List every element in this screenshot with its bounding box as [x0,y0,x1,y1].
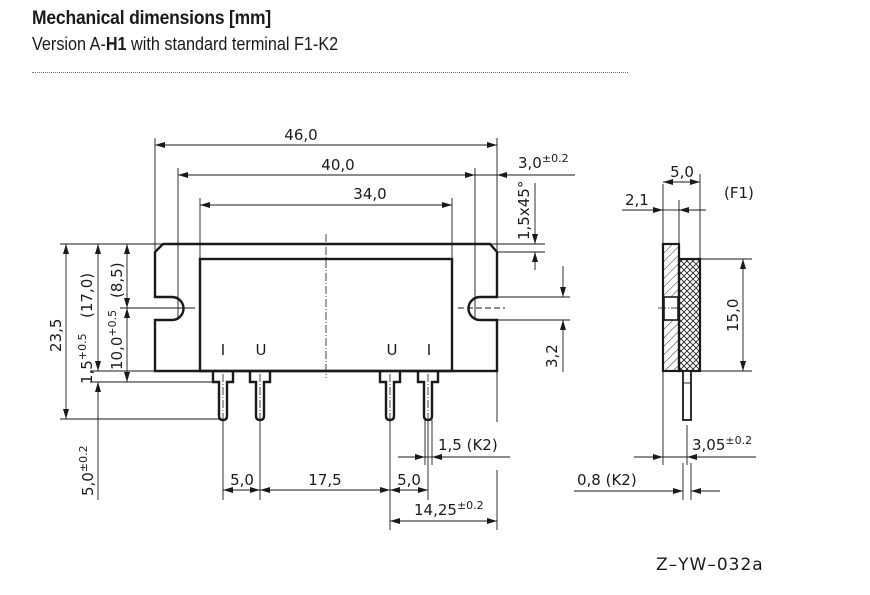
dim-height-ref: (17,0) [78,273,96,318]
pins [211,371,440,422]
dim-pin-offset: 14,25±0.2 [414,499,484,519]
dim-total-thickness: 5,0 [670,163,694,181]
dim-overall-width: 46,0 [284,126,317,144]
dim-pin-pitch-left: 5,0 [230,471,254,489]
pin-label-3: U [387,341,398,359]
base-hole [663,296,679,321]
terminal-type-label: (F1) [724,184,754,202]
ceramic-layer [677,257,702,373]
subtitle-prefix: Version A- [32,34,106,54]
pin-label-2: U [256,341,267,359]
dim-overall-height: 23,5 [47,319,65,352]
dim-pin-thickness: 0,8 (K2) [577,471,637,489]
dim-slot-width: 3,2 [543,344,561,368]
dim-hole-height-ref: (8,5) [108,262,126,298]
dotted-divider [32,72,628,73]
dim-pin-center-gap: 17,5 [308,471,341,489]
front-view: I U U I 46,0 40,0 3,0±0.2 34,0 1,5x45° [47,126,575,530]
side-view: 5,0 2,1 (F1) 15,0 3,05±0.2 0,8 (K2) [574,163,756,500]
pin-label-4: I [427,341,431,359]
dim-corner-width: 3,0±0.2 [518,152,569,172]
subtitle-version: H1 [105,34,127,54]
side-pin [682,370,692,421]
dim-pin-pitch-right: 5,0 [397,471,421,489]
dim-chamfer: 1,5x45° [515,181,533,240]
page-subtitle: Version A-H1 with standard terminal F1-K… [32,34,338,55]
dim-ceramic-width: 34,0 [353,185,386,203]
dim-flange-offset: 1,5+0.5 [76,333,96,384]
dim-side-pin-offset: 3,05±0.2 [692,434,752,454]
dim-ceramic-height: 15,0 [724,299,742,332]
dim-height-to-base: 10,0+0.5 [106,310,126,370]
subtitle-suffix: with standard terminal F1-K2 [126,34,339,54]
drawing-code: Z–YW–032a [656,555,764,575]
page-title: Mechanical dimensions [mm] [32,8,272,29]
pin-label-1: I [221,341,225,359]
dim-pin-length: 5,0±0.2 [77,445,97,496]
dim-hole-pitch: 40,0 [321,156,354,174]
dim-base-thickness: 2,1 [625,191,649,209]
dim-pin-width: 1,5 (K2) [438,436,498,454]
